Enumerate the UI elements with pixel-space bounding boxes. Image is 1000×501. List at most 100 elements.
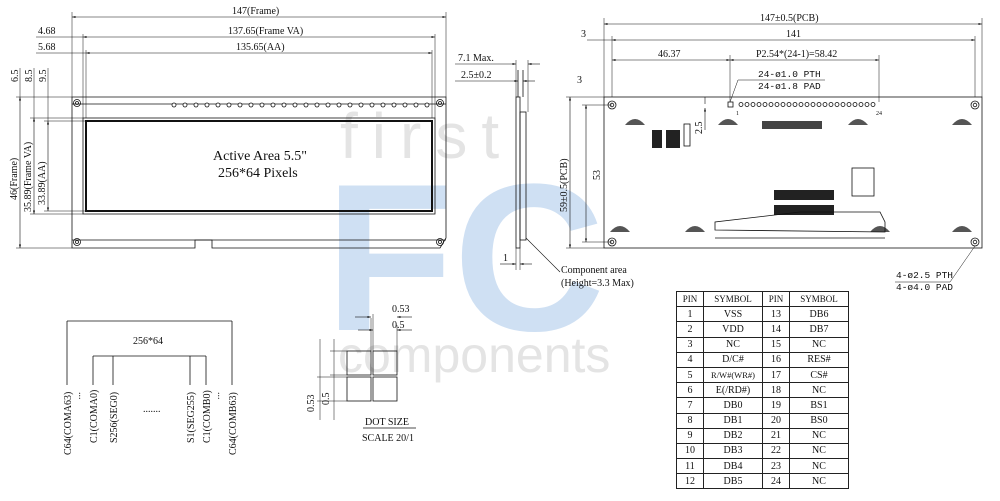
pin-label-coma0: C1(COMA0) <box>89 390 100 443</box>
pin-symbol-cell: VDD <box>703 321 763 338</box>
pin-symbol-cell: NC <box>789 427 849 444</box>
pin-symbol-cell: BS1 <box>789 397 849 414</box>
edge-3-left-label: 3 <box>577 75 582 86</box>
back-pin-pads <box>727 101 876 108</box>
front-pin-holes <box>171 102 430 108</box>
pin-offset-label: 2.5±0.2 <box>461 70 492 81</box>
header-symbol: SYMBOL <box>703 290 763 308</box>
dot-size-labels: 0.53 0.5 0.53 0.5 DOT SIZE SCALE 20/1 <box>306 304 414 444</box>
pth-label: 24-ø1.0 PTH <box>758 69 821 80</box>
pin-symbol-cell: NC <box>789 442 849 460</box>
scan-diagram <box>66 320 233 385</box>
pin-symbol-cell: NC <box>789 336 849 353</box>
pin-symbol-cell: R/W#(WR#) <box>703 366 763 384</box>
pin-first-label: 1 <box>736 111 739 117</box>
watermark: first FC components <box>325 100 610 383</box>
pin-to-edge-label: 2.5 <box>694 122 705 135</box>
scan-diagram-labels: 256*64 C64(COMA63) C1(COMA0) S256(SEG0) … <box>63 336 239 455</box>
pin-number-cell: 20 <box>762 412 790 429</box>
front-view <box>16 12 447 249</box>
to-pin1-label: 46.37 <box>658 49 681 60</box>
pin-number-cell: 24 <box>762 473 790 490</box>
pin-number-cell: 16 <box>762 351 790 368</box>
pin-number-cell: 9 <box>676 427 704 444</box>
back-view <box>566 18 983 283</box>
header-symbol-2: SYMBOL <box>789 290 849 308</box>
pin-number-cell: 5 <box>676 366 704 384</box>
pin-symbol-cell: DB3 <box>703 442 763 460</box>
dot-pitch-v-label: 0.53 <box>306 395 317 413</box>
frame-va-width-label: 137.65(Frame VA) <box>228 26 303 37</box>
pin-number-cell: 22 <box>762 442 790 460</box>
ellipsis-vertical-left: ... <box>76 392 87 400</box>
top-85-label: 8.5 <box>24 70 35 83</box>
pin-label-comb63: C64(COMB63) <box>228 392 239 455</box>
top-65-label: 6.5 <box>10 70 21 83</box>
pin-label-comb0: C1(COMB0) <box>202 390 213 443</box>
dot-pitch-label: 0.53 <box>392 304 410 315</box>
pixels-label: 256*64 Pixels <box>218 166 298 181</box>
dot-size-v-label: 0.5 <box>321 393 332 406</box>
active-area <box>85 120 433 212</box>
pin-number-cell: 23 <box>762 458 790 475</box>
pin-symbol-cell: DB2 <box>703 427 763 444</box>
hole-pitch-label: 141 <box>786 29 801 40</box>
aa-height-label: 33.89(AA) <box>37 161 48 205</box>
pin-symbol-cell: DB5 <box>703 473 763 490</box>
pad-label: 24-ø1.8 PAD <box>758 81 821 92</box>
pin-symbol-cell: CS# <box>789 366 849 384</box>
resolution-label: 256*64 <box>133 336 163 347</box>
front-view-labels: 147(Frame) 137.65(Frame VA) 135.65(AA) 4… <box>9 6 307 212</box>
pin-number-cell: 12 <box>676 473 704 490</box>
hole-v-pitch-label: 53 <box>592 170 603 180</box>
pin-symbol-cell: RES# <box>789 351 849 368</box>
edge-3-label: 3 <box>581 29 586 40</box>
component-area-label: Component area <box>561 265 627 276</box>
top-95-label: 9.5 <box>38 70 49 83</box>
pin-label-seg0: S256(SEG0) <box>109 392 120 443</box>
pcb-height-label: 59±0.5(PCB) <box>559 158 570 212</box>
pin-number-cell: 15 <box>762 336 790 353</box>
pin-span-label: P2.54*(24-1)=58.42 <box>756 49 837 60</box>
pin-number-cell: 21 <box>762 427 790 444</box>
pin-number-cell: 7 <box>676 397 704 414</box>
pin-symbol-cell: NC <box>789 382 849 399</box>
mount-pth-label: 4-ø2.5 PTH <box>896 270 953 281</box>
pin-number-cell: 8 <box>676 412 704 429</box>
component-height-label: (Height=3.3 Max) <box>561 278 634 289</box>
pin-last-label: 24 <box>876 111 882 117</box>
watermark-first: first <box>340 100 513 172</box>
pin-number-cell: 2 <box>676 321 704 338</box>
pin-symbol-cell: DB1 <box>703 412 763 429</box>
pin-number-cell: 14 <box>762 321 790 338</box>
side-view-labels: 7.1 Max. 2.5±0.2 1 Component area (Heigh… <box>458 53 634 289</box>
header-pin: PIN <box>676 290 704 308</box>
pin-symbol-cell: BS0 <box>789 412 849 429</box>
pin-symbol-cell: NC <box>789 458 849 475</box>
pin-label-seg255: S1(SEG255) <box>186 392 197 443</box>
dot-size-title: DOT SIZE <box>365 417 409 428</box>
pin-number-cell: 13 <box>762 306 790 323</box>
pin-number-cell: 6 <box>676 382 704 399</box>
pin-symbol-cell: DB0 <box>703 397 763 414</box>
pin-number-cell: 17 <box>762 366 790 384</box>
pin-symbol-cell: DB7 <box>789 321 849 338</box>
pin-number-cell: 4 <box>676 351 704 368</box>
mount-pad-label: 4-ø4.0 PAD <box>896 282 953 293</box>
pin-number-cell: 19 <box>762 397 790 414</box>
pin-symbol-cell: E(/RD#) <box>703 382 763 399</box>
frame-width-label: 147(Frame) <box>232 6 279 17</box>
pin-label-coma63: C64(COMA63) <box>63 392 74 455</box>
